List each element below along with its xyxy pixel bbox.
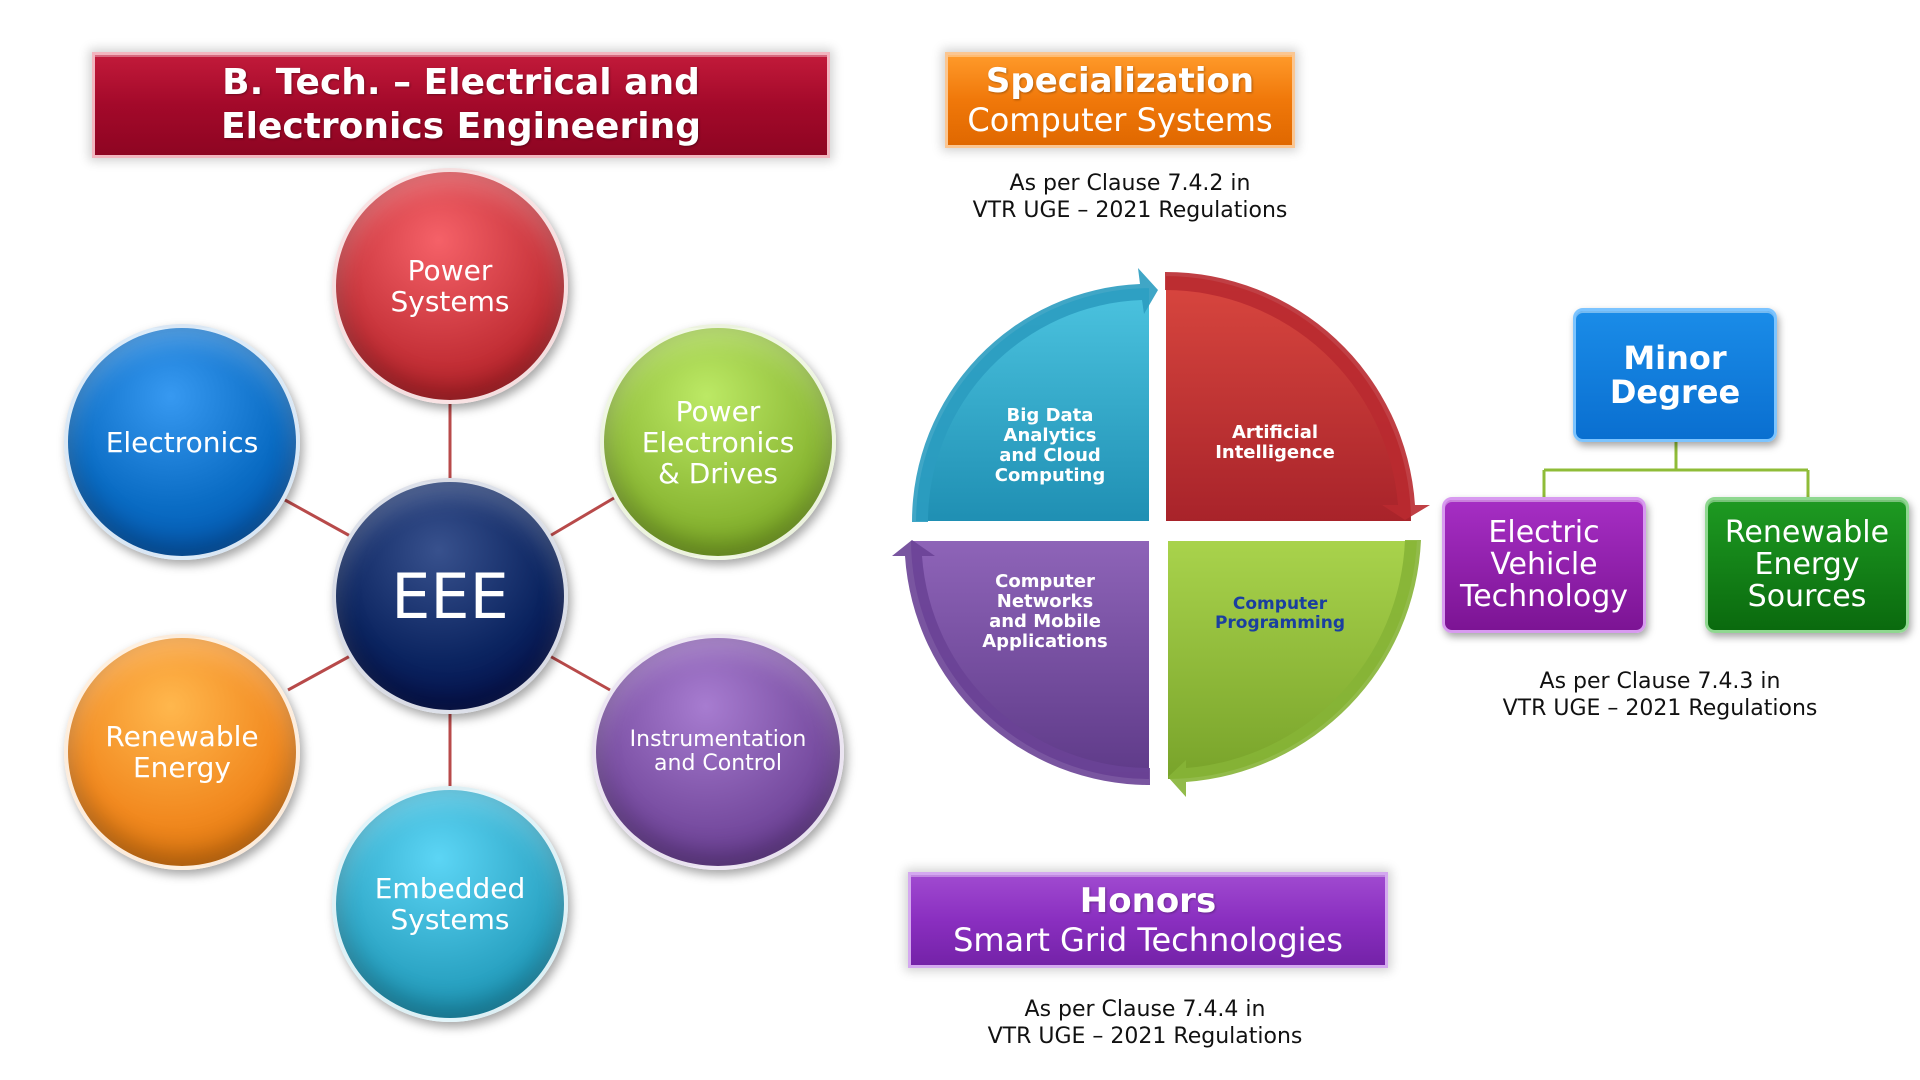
connector-instrumentation: [547, 653, 611, 692]
minor-degree-box: Minor Degree: [1573, 308, 1777, 442]
specialization-pie: [892, 268, 1430, 797]
spoke-label: Instrumentation and Control: [629, 727, 807, 776]
spoke-electronics: Electronics: [64, 324, 300, 560]
spoke-label: Electronics: [105, 425, 259, 459]
spoke-renewable-energy: Renewable Energy: [64, 634, 300, 870]
spoke-embedded-systems: Embedded Systems: [332, 786, 568, 1022]
minor-tree-connectors: [1542, 442, 1810, 497]
minor-caption: As per Clause 7.4.3 in VTR UGE – 2021 Re…: [1502, 669, 1818, 721]
arc-arrow-purple: [892, 540, 1150, 786]
spoke-power-electronics: Power Electronics & Drives: [600, 324, 836, 560]
honors-caption: As per Clause 7.4.4 in VTR UGE – 2021 Re…: [987, 997, 1303, 1049]
spoke-label: Renewable Energy: [105, 720, 259, 784]
hub-connectors: [284, 402, 615, 787]
arc-arrow-green: [1168, 540, 1421, 797]
minor-heading: Minor Degree: [1609, 339, 1741, 411]
quadrant-label-networks: Computer Networks and Mobile Application…: [982, 571, 1108, 652]
spoke-power-systems: Power Systems: [332, 168, 568, 404]
quadrant-label-programming: Computer Programming: [1214, 594, 1346, 633]
spoke-instrumentation: Instrumentation and Control: [592, 634, 844, 870]
honors-subject: Smart Grid Technologies: [953, 921, 1343, 959]
quadrant-label-ai: Artificial Intelligence: [1215, 422, 1335, 463]
connector-electronics: [284, 498, 353, 539]
arc-arrow-blue: [911, 268, 1158, 522]
honors-banner: Honors Smart Grid Technologies: [908, 872, 1388, 968]
spoke-label: Power Electronics & Drives: [641, 394, 795, 490]
specialization-caption: As per Clause 7.4.2 in VTR UGE – 2021 Re…: [972, 171, 1288, 223]
specialization-subject: Computer Systems: [967, 101, 1273, 139]
quadrant-label-big-data: Big Data Analytics and Cloud Computing: [994, 405, 1106, 486]
spoke-label: Embedded Systems: [374, 872, 526, 936]
program-title: B. Tech. – Electrical and Electronics En…: [221, 62, 701, 147]
specialization-banner: Specialization Computer Systems: [945, 52, 1295, 148]
minor-option-label: Renewable Energy Sources: [1724, 515, 1890, 614]
honors-heading: Honors: [1079, 881, 1217, 921]
hub-label: EEE: [391, 559, 509, 633]
minor-option-ev: Electric Vehicle Technology: [1442, 497, 1646, 633]
eee-hub-circle: EEE: [332, 478, 568, 714]
connector-power-electronics: [547, 496, 615, 539]
program-title-banner: B. Tech. – Electrical and Electronics En…: [92, 52, 830, 158]
spoke-label: Power Systems: [390, 254, 510, 318]
specialization-heading: Specialization: [985, 61, 1255, 101]
connector-renewable: [287, 653, 353, 692]
arc-arrow-red: [1165, 271, 1430, 520]
minor-option-renewable: Renewable Energy Sources: [1705, 497, 1909, 633]
minor-option-label: Electric Vehicle Technology: [1459, 515, 1629, 614]
